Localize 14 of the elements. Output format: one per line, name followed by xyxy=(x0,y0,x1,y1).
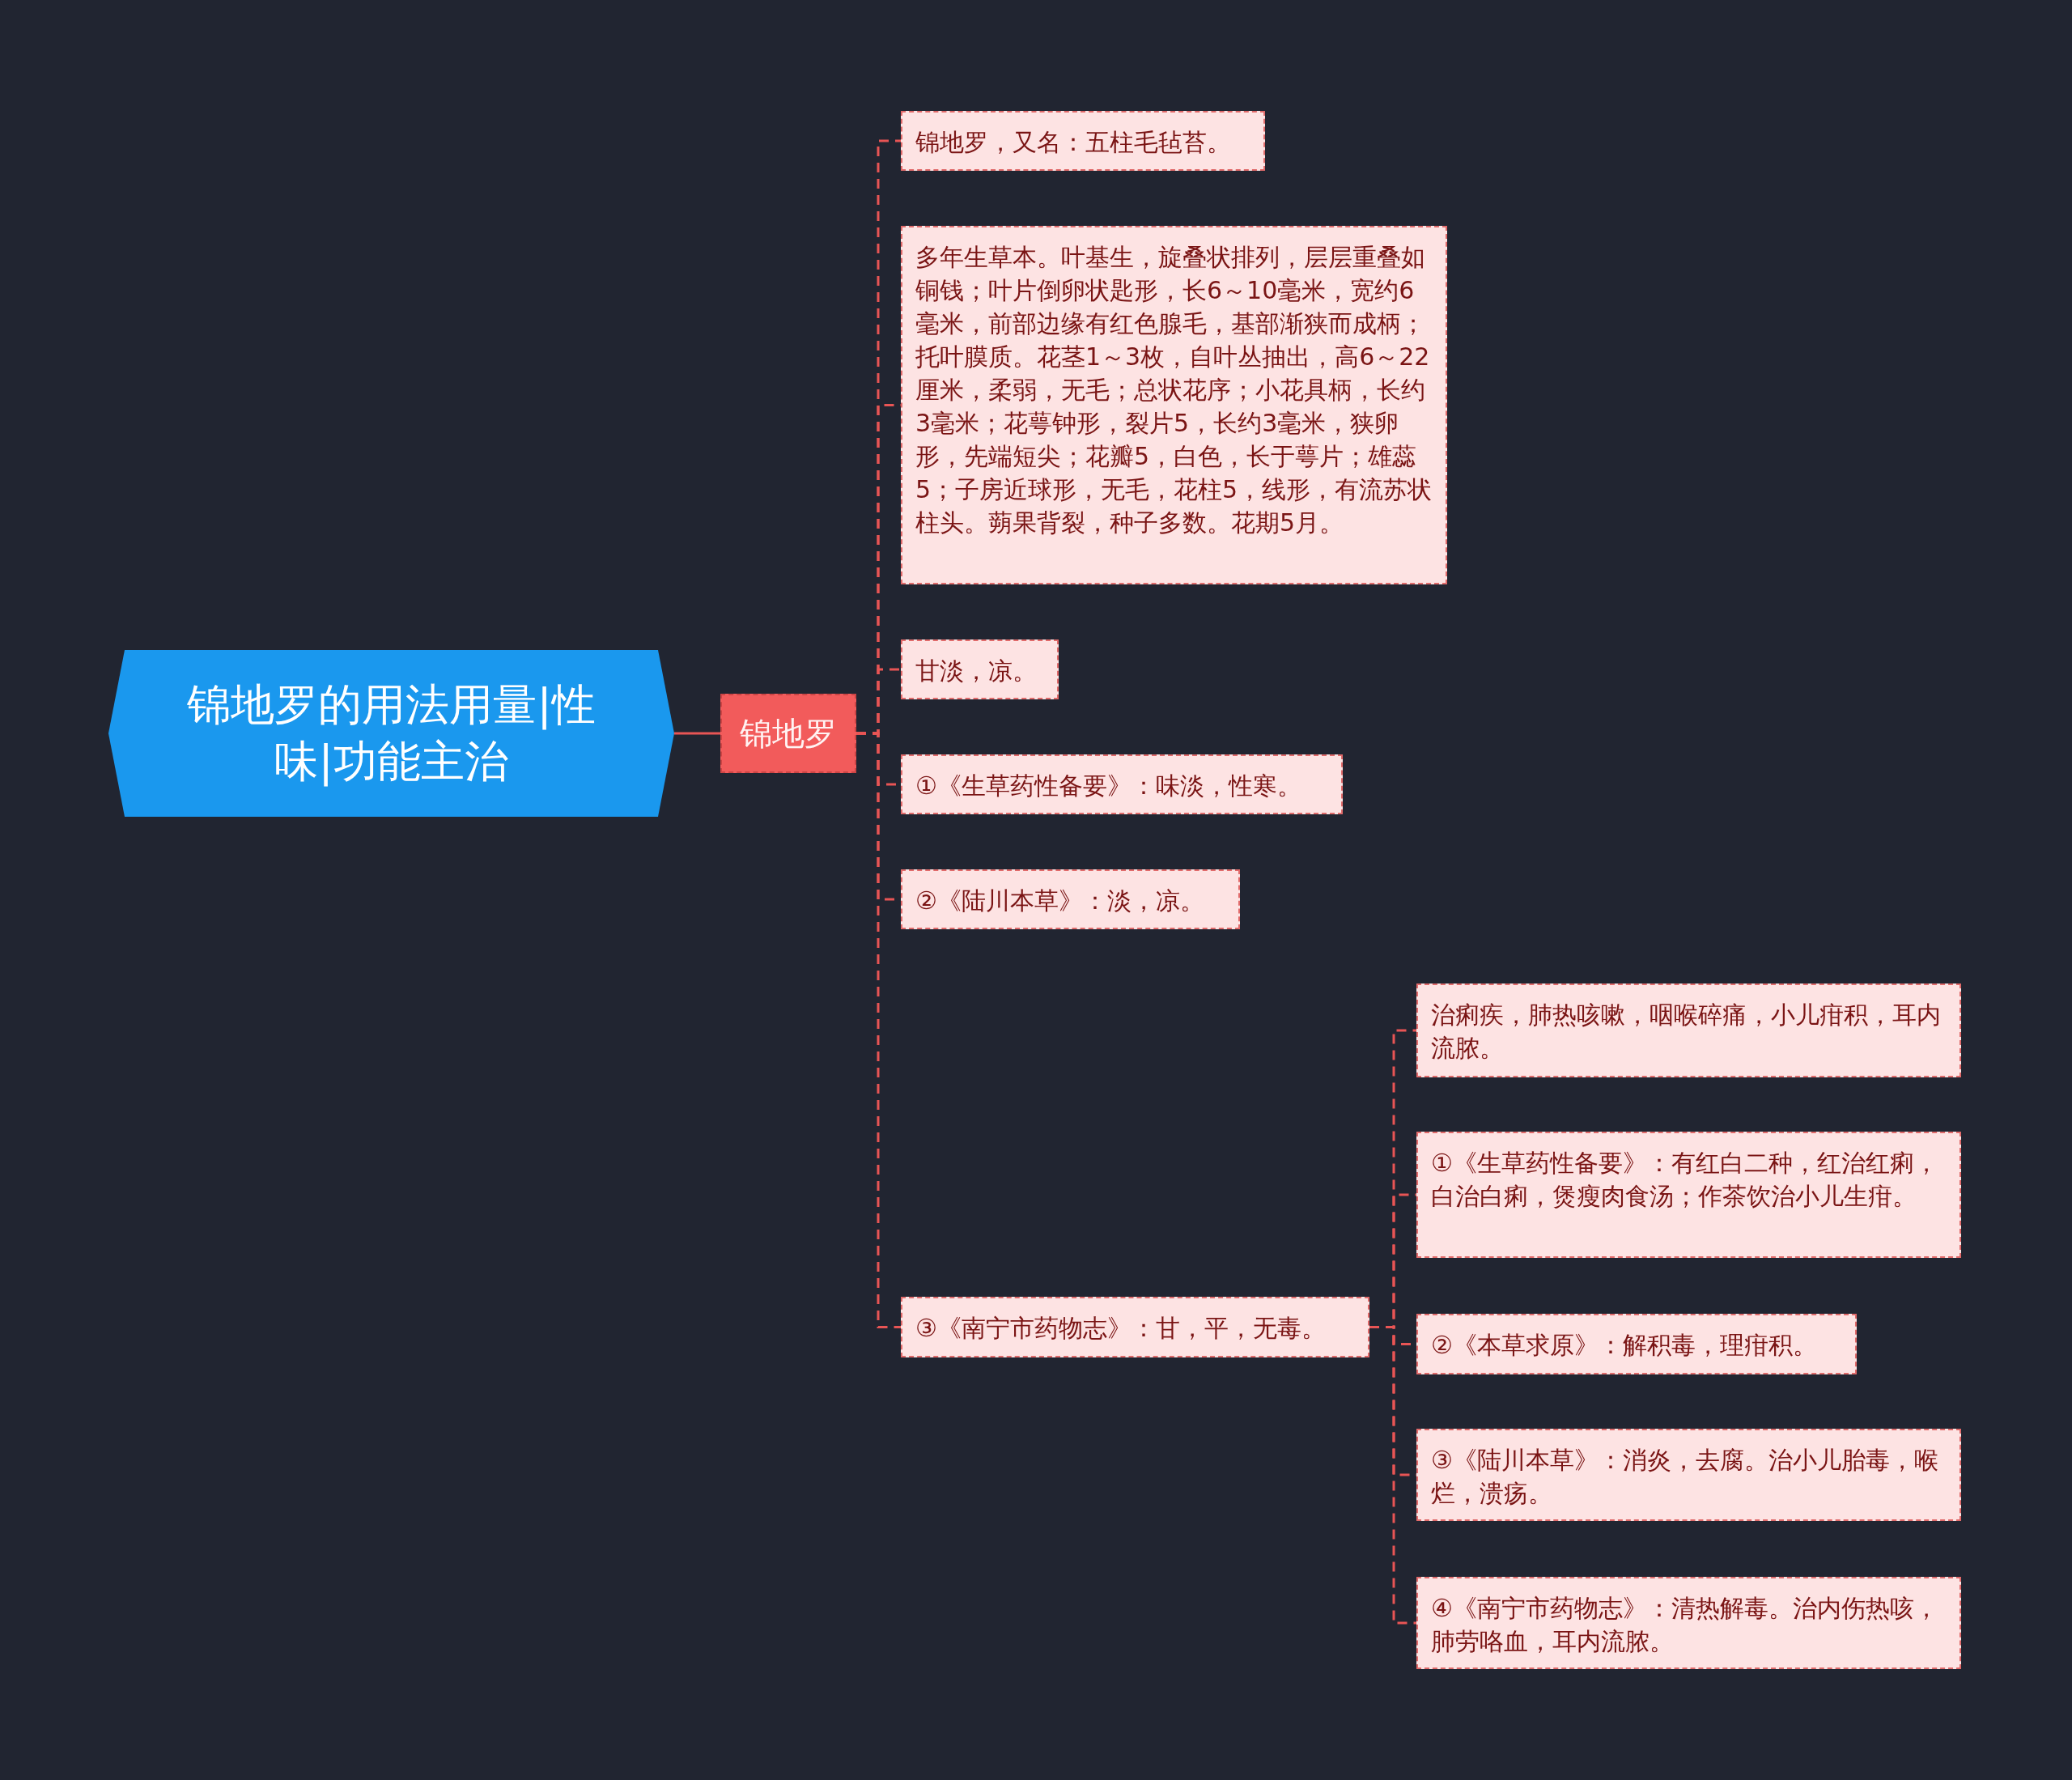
connector-line xyxy=(1369,1326,1416,1625)
note-box: ②《陆川本草》：淡，凉。 xyxy=(901,869,1240,929)
note-box: ③《南宁市药物志》：甘，平，无毒。 xyxy=(901,1297,1369,1357)
note-box: 多年生草本。叶基生，旋叠状排列，层层重叠如铜钱；叶片倒卵状匙形，长6～10毫米，宽约6毫米，前部边缘有红色腺毛，基部渐狭而成柄；托叶膜质。花茎1～3枚，自叶丛抽出，高6～22厘米，柔弱，无毛；总状花序；小花具柄，长约3毫米；花萼钟形，裂片5，长约3毫米，狭卵形，先端短尖；花瓣5，白色，长于萼片；雄蕊5；子房近球形，无毛，花柱5，线形，有流苏状柱头。蒴果背裂，种子多数。花期5月。 xyxy=(901,226,1447,584)
topic-box: 锦地罗 xyxy=(720,694,856,773)
note-box: ①《生草药性备要》：有红白二种，红治红痢，白治白痢，煲瘦肉食汤；作茶饮治小儿生疳。 xyxy=(1416,1132,1961,1258)
connector-line xyxy=(674,732,720,735)
note-box: ①《生草药性备要》：味淡，性寒。 xyxy=(901,754,1343,814)
note-box: ④《南宁市药物志》：清热解毒。治内伤热咳，肺劳咯血，耳内流脓。 xyxy=(1416,1577,1961,1669)
note-box: 甘淡，凉。 xyxy=(901,639,1059,699)
note-box: 锦地罗，又名：五柱毛毡苔。 xyxy=(901,111,1265,171)
note-box: ②《本草求原》：解积毒，理疳积。 xyxy=(1416,1314,1857,1374)
note-box: 治痢疾，肺热咳嗽，咽喉碎痛，小儿疳积，耳内流脓。 xyxy=(1416,983,1961,1077)
note-box: ③《陆川本草》：消炎，去腐。治小儿胎毒，喉烂，溃疡。 xyxy=(1416,1429,1961,1521)
